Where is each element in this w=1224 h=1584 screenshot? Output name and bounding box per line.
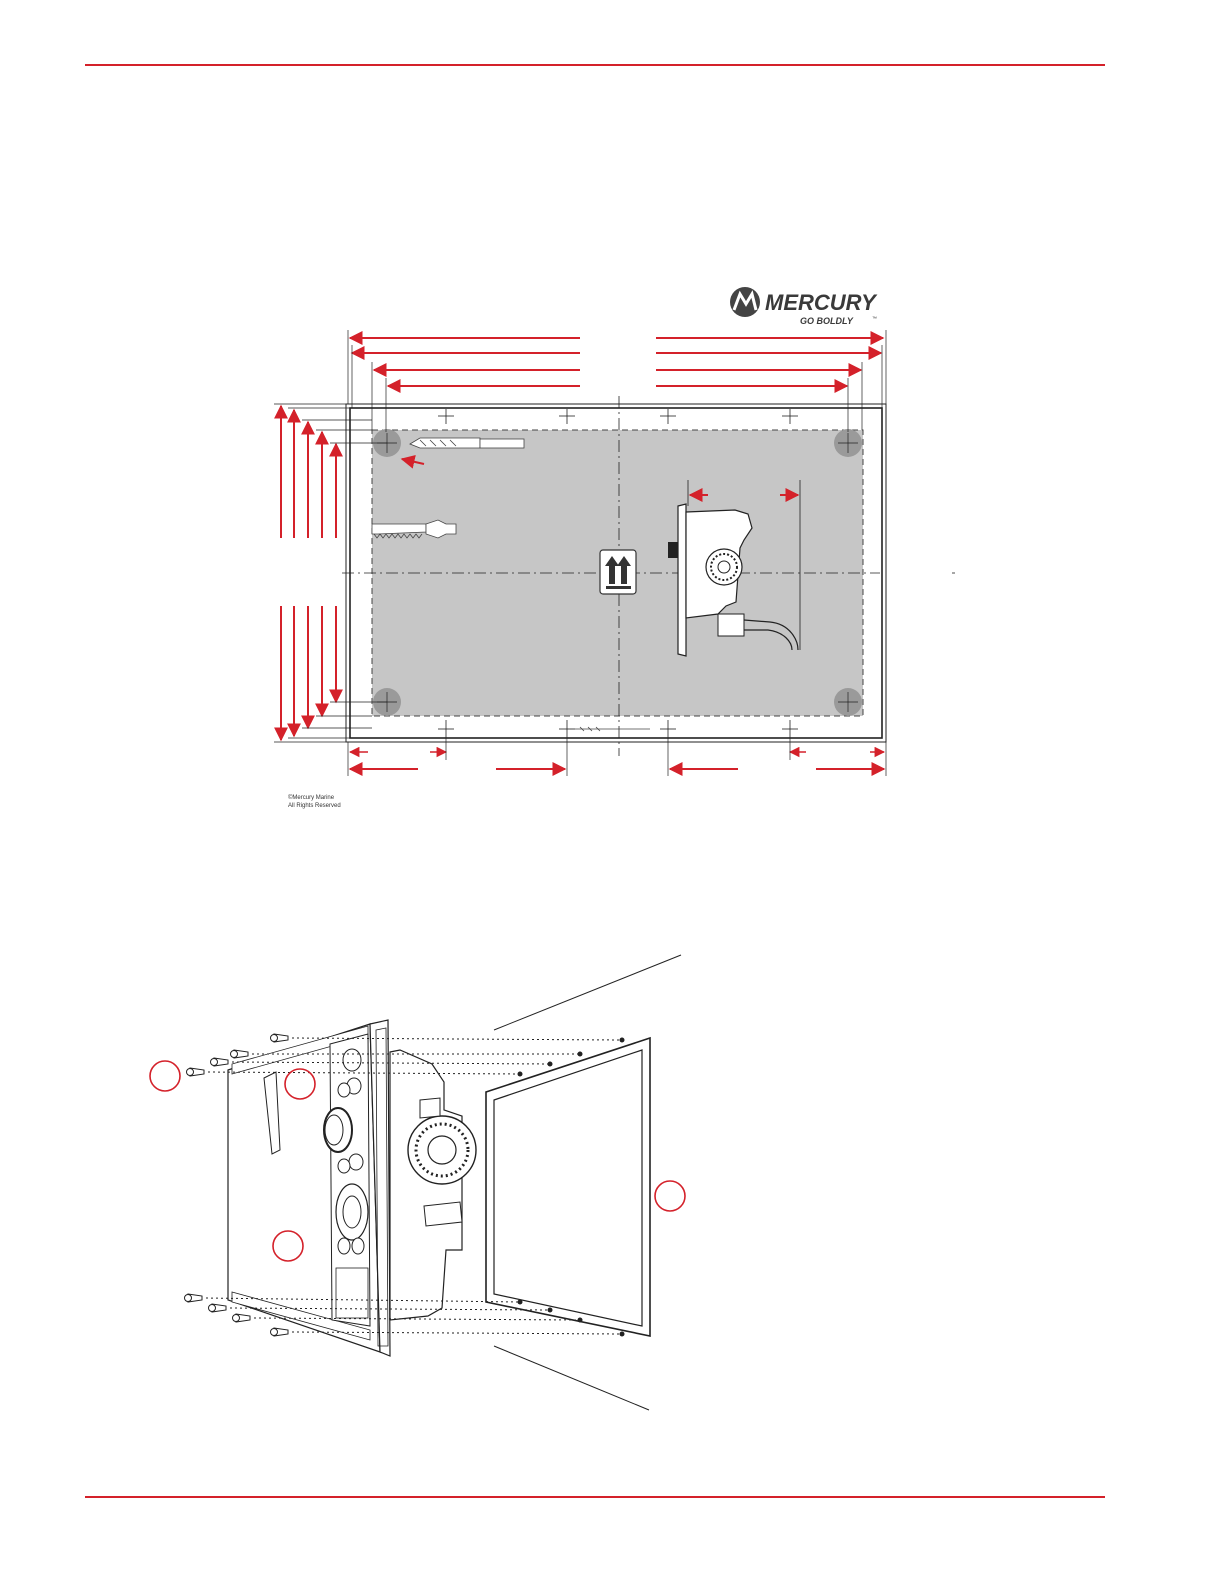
- this-side-up-icon: [600, 550, 636, 594]
- bottom-crosshairs: [438, 720, 798, 737]
- corner-hole-bottom-right: [834, 688, 862, 716]
- bottom-drill-hint: [570, 727, 650, 731]
- copyright-line-2: All Rights Reserved: [288, 802, 341, 810]
- mercury-logo: MERCURY GO BOLDLY ™: [730, 287, 878, 326]
- footer-rule: [85, 1496, 1105, 1498]
- top-extension-lines: [348, 330, 886, 432]
- corner-hole-top-right: [834, 429, 862, 457]
- bottom-extension-lines: [348, 737, 886, 776]
- brand-name: MERCURY: [765, 290, 878, 315]
- display-rear-housing: [390, 1050, 476, 1320]
- copyright-line-1: ©Mercury Marine: [288, 794, 341, 802]
- drill-bit-icon: [410, 438, 524, 448]
- brand-trademark: ™: [872, 316, 877, 322]
- gasket-hole-dots: [518, 1038, 625, 1337]
- exploded-installation-view: [150, 955, 685, 1410]
- left-dimension-arrows: [281, 406, 336, 740]
- mounting-gasket: [486, 1038, 650, 1336]
- brand-tagline: GO BOLDLY: [800, 316, 854, 326]
- top-crosshairs: [438, 409, 798, 424]
- display-front-panel: [228, 1020, 390, 1356]
- callout-circle-icon: [150, 1061, 180, 1091]
- lower-guide-line: [494, 1346, 649, 1410]
- bottom-dimension-arrows: [350, 752, 884, 769]
- template-copyright: ©Mercury Marine All Rights Reserved: [288, 794, 341, 810]
- callout-circle-icon: [655, 1181, 685, 1211]
- upper-guide-line: [494, 955, 681, 1030]
- cutout-template: [342, 396, 955, 756]
- top-dimension-arrows: [350, 338, 883, 386]
